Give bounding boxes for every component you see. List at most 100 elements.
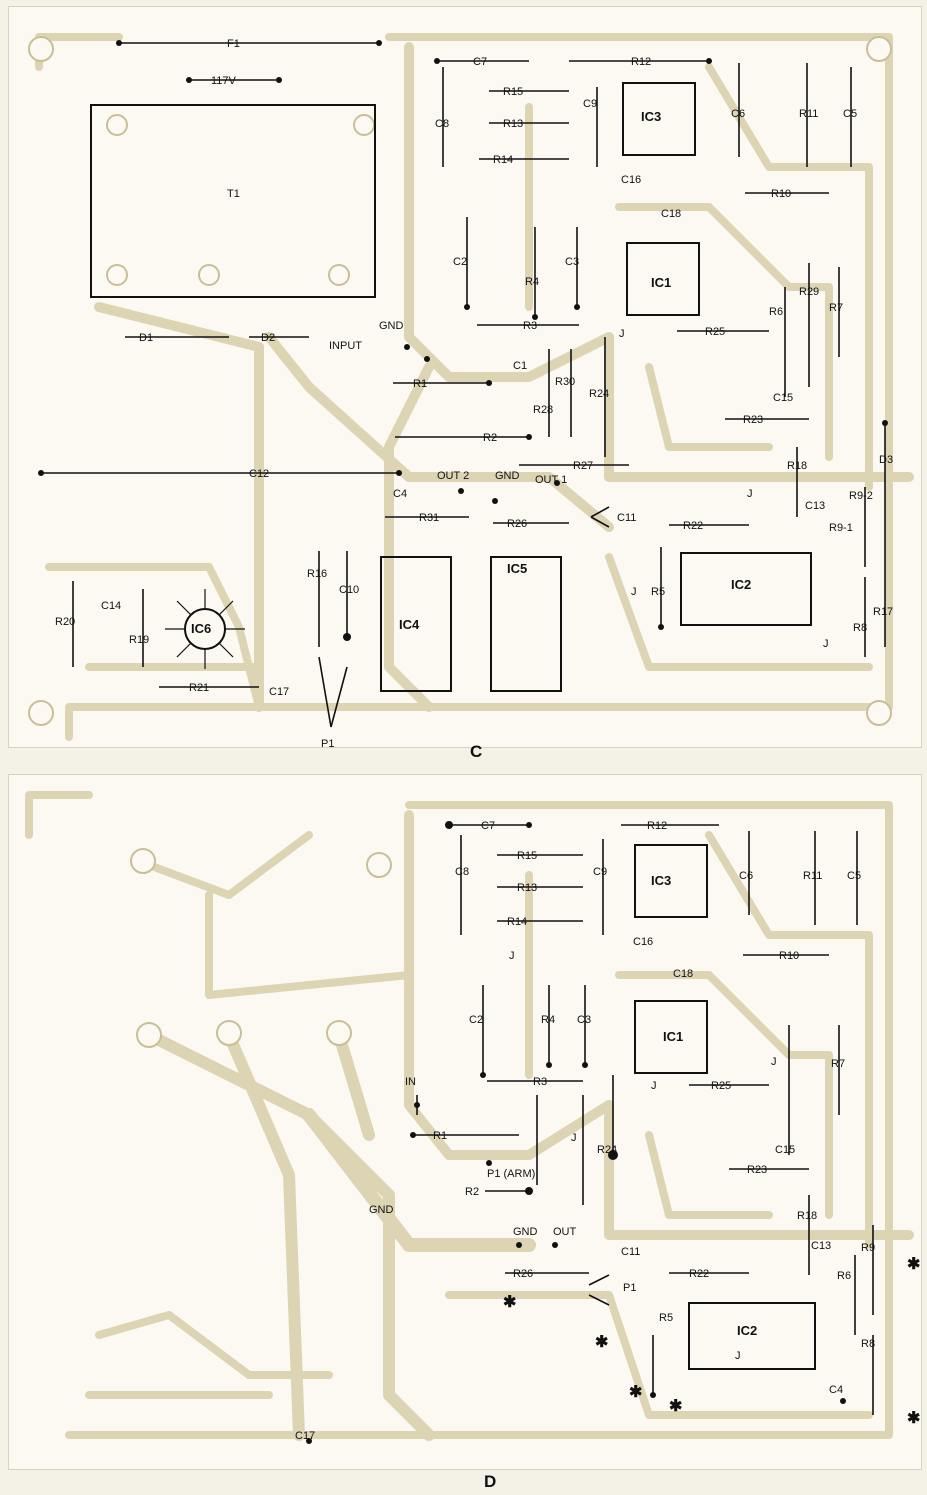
label-c12: C12: [249, 468, 269, 480]
label-c7: C7: [481, 820, 495, 832]
label-f1: F1: [227, 38, 240, 50]
label-c6: C6: [739, 870, 753, 882]
label-t1: T1: [227, 188, 240, 200]
board-c-artwork: F1 117V T1 D1 D2 GND INPUT R1 C12 C4 OUT…: [28, 33, 914, 750]
board-c-labels: F1 117V T1 D1 D2 GND INPUT R1 C12 C4 OUT…: [55, 38, 893, 750]
label-c9: C9: [593, 866, 607, 878]
label-p1: P1: [321, 738, 334, 747]
svg-text:✱: ✱: [907, 1410, 920, 1427]
label-r12: R12: [631, 56, 651, 68]
label-d2: D2: [261, 332, 275, 344]
label-c5: C5: [847, 870, 861, 882]
svg-text:✱: ✱: [669, 1398, 682, 1415]
label-c18: C18: [673, 968, 693, 980]
label-r23: R23: [743, 414, 763, 426]
label-r20: R20: [55, 616, 75, 628]
label-r25: R25: [705, 326, 725, 338]
label-r18: R18: [797, 1210, 817, 1222]
label-gnd-2: GND: [495, 470, 520, 482]
label-c6: C6: [731, 108, 745, 120]
label-r13: R13: [503, 118, 523, 130]
label-r23: R23: [747, 1164, 767, 1176]
label-j-2: J: [771, 1056, 777, 1068]
label-c15: C15: [775, 1144, 795, 1156]
label-r25: R25: [711, 1080, 731, 1092]
label-c7: C7: [473, 56, 487, 68]
label-c4: C4: [829, 1384, 843, 1396]
label-r9: R9: [861, 1242, 875, 1254]
label-ic4: IC4: [399, 617, 420, 632]
label-in: IN: [405, 1076, 416, 1088]
label-j-2: J: [747, 488, 753, 500]
label-c11: C11: [621, 1246, 640, 1258]
label-c2: C2: [453, 256, 467, 268]
label-r15: R15: [503, 86, 523, 98]
label-c11: C11: [617, 512, 636, 524]
label-r2: R2: [465, 1186, 479, 1198]
label-r27: R27: [573, 460, 593, 472]
label-r24: R24: [597, 1144, 617, 1156]
label-c9: C9: [583, 98, 597, 110]
label-j-4: J: [823, 638, 829, 650]
label-c8: C8: [455, 866, 469, 878]
label-ic3: IC3: [651, 873, 671, 888]
label-out-2: OUT 2: [437, 470, 469, 482]
label-d3: D3: [879, 454, 893, 466]
label-r12: R12: [647, 820, 667, 832]
label-r7: R7: [829, 302, 843, 314]
label-r16: R16: [307, 568, 327, 580]
label-r21: R21: [189, 682, 209, 694]
label-out-1: OUT 1: [535, 474, 567, 486]
caption-d: D: [484, 1472, 497, 1491]
label-r14: R14: [507, 916, 527, 928]
label-r17: R17: [873, 606, 893, 618]
label-c13: C13: [811, 1240, 831, 1252]
label-r11: R11: [803, 870, 822, 882]
label-ic2: IC2: [731, 577, 751, 592]
label-117v: 117V: [211, 75, 237, 87]
label-p1: P1: [623, 1282, 636, 1294]
label-r14: R14: [493, 154, 513, 166]
label-r8: R8: [861, 1338, 875, 1350]
label-c16: C16: [621, 174, 641, 186]
svg-text:✱: ✱: [503, 1294, 516, 1311]
label-r5: R5: [651, 586, 665, 598]
board-d-artwork: ✱✱ ✱✱ ✱✱ C7 R12 R15 C9 IC3 C6 R11 C5 C8 …: [25, 791, 920, 1444]
label-ic5: IC5: [507, 561, 527, 576]
label-r28: R28: [533, 404, 553, 416]
label-out: OUT: [553, 1226, 577, 1238]
label-input: INPUT: [329, 340, 362, 352]
svg-text:✱: ✱: [629, 1384, 642, 1401]
label-c17: C17: [269, 686, 289, 698]
label-r3: R3: [533, 1076, 547, 1088]
label-r22: R22: [683, 520, 703, 532]
board-d-diagram: ✱✱ ✱✱ ✱✱ C7 R12 R15 C9 IC3 C6 R11 C5 C8 …: [8, 774, 922, 1470]
label-r2: R2: [483, 432, 497, 444]
caption-c: C: [470, 742, 483, 761]
label-p1-arm: P1 (ARM): [487, 1168, 535, 1180]
label-r9-2: R9-2: [849, 490, 873, 502]
label-c3: C3: [577, 1014, 591, 1026]
label-j-1: J: [509, 950, 515, 962]
label-ic2: IC2: [737, 1323, 757, 1338]
label-r4: R4: [525, 276, 539, 288]
label-c18: C18: [661, 208, 681, 220]
label-r31: R31: [419, 512, 439, 524]
label-r18: R18: [787, 460, 807, 472]
label-r26: R26: [507, 518, 527, 530]
label-c1: C1: [513, 360, 527, 372]
label-r29: R29: [799, 286, 819, 298]
label-r11: R11: [799, 108, 818, 120]
svg-text:✱: ✱: [595, 1334, 608, 1351]
label-j-4: J: [571, 1132, 577, 1144]
label-r22: R22: [689, 1268, 709, 1280]
board-d-labels: C7 R12 R15 C9 IC3 C6 R11 C5 C8 R13 R14 C…: [295, 820, 875, 1442]
label-r30: R30: [555, 376, 575, 388]
label-ic3: IC3: [641, 109, 661, 124]
label-r4: R4: [541, 1014, 555, 1026]
label-r3: R3: [523, 320, 537, 332]
label-r1: R1: [413, 378, 427, 390]
board-c-diagram: F1 117V T1 D1 D2 GND INPUT R1 C12 C4 OUT…: [8, 6, 922, 750]
label-r26: R26: [513, 1268, 533, 1280]
label-r1: R1: [433, 1130, 447, 1142]
